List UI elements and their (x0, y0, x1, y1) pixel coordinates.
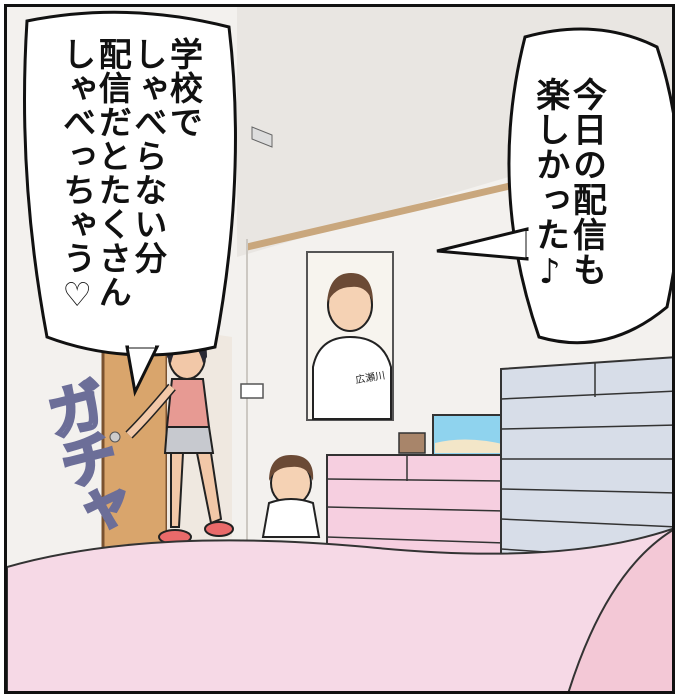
shelf-bracket (251, 126, 273, 148)
child-figure (261, 455, 321, 538)
speech-left-line-1: 学校で (164, 37, 204, 139)
light-switch (240, 383, 264, 399)
door-knob (109, 431, 121, 443)
bed-blanket (7, 527, 672, 691)
speech-right-line-2: 楽しかった♪ (529, 77, 570, 293)
photo-frame (398, 432, 426, 454)
bedroom-scene (7, 7, 672, 691)
speech-bubble-left (23, 10, 237, 357)
speech-left-line-2: しゃべらない分 (128, 37, 168, 275)
manga-panel: 学校で しゃべらない分 配信だとたくさん しゃべっちゃう♡ 今日の配信も 楽しか… (4, 4, 675, 694)
speech-right-line-1: 今日の配信も (566, 77, 607, 287)
speech-left-line-4: しゃべっちゃう♡ (57, 37, 97, 315)
speech-bubble-right (507, 27, 672, 345)
speech-right-text: 今日の配信も 楽しかった♪ (529, 77, 607, 327)
speech-left-text: 学校で しゃべらない分 配信だとたくさん しゃべっちゃう♡ (57, 37, 204, 337)
pillow (567, 529, 672, 691)
poster (306, 251, 394, 421)
speech-left-line-3: 配信だとたくさん (93, 37, 133, 309)
